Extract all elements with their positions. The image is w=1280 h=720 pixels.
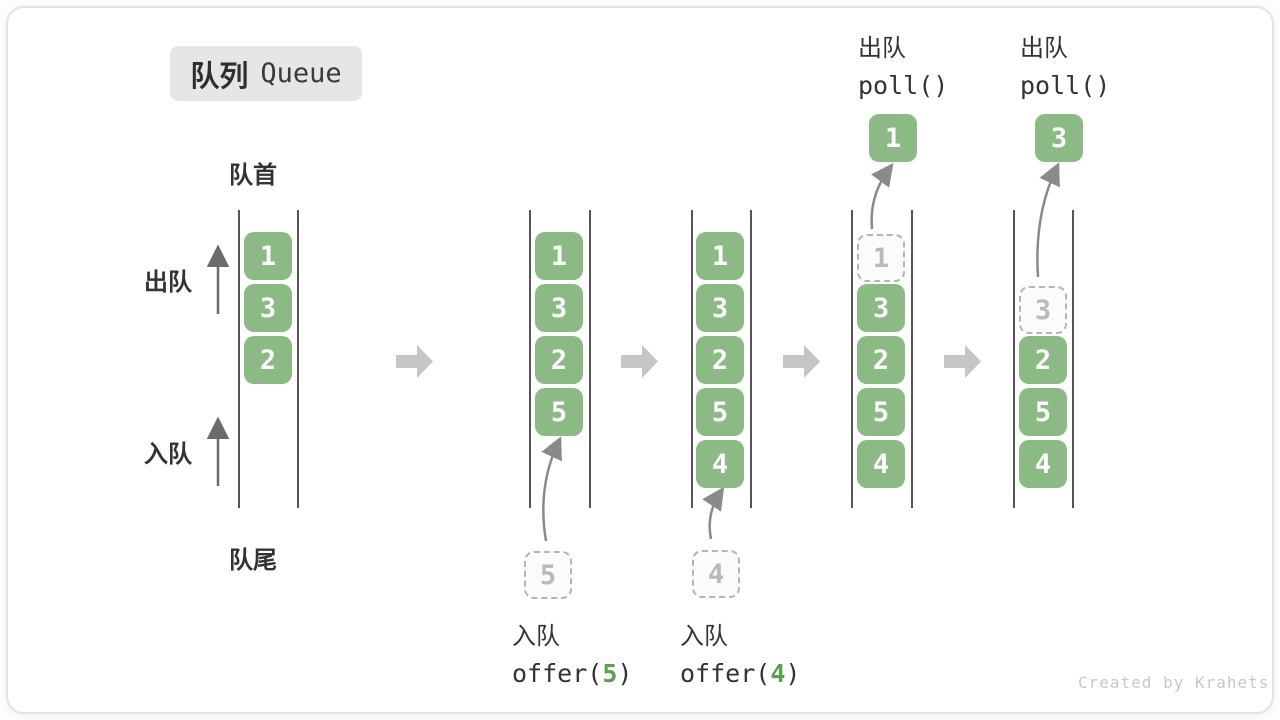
op-arg: 5 <box>602 659 618 688</box>
queue-block: 4 <box>696 440 744 488</box>
queue-block: 2 <box>535 336 583 384</box>
front-label: 队首 <box>229 162 277 189</box>
queue-block: 4 <box>857 440 905 488</box>
dequeue-operation-label: 出队 poll() <box>1020 28 1110 100</box>
op-code: poll() <box>858 71 949 100</box>
op-action: 入队 <box>680 623 728 650</box>
rear-label: 队尾 <box>229 547 277 574</box>
queue-block: 2 <box>1019 336 1067 384</box>
queue-block: 3 <box>857 284 905 332</box>
queue-block: 1 <box>696 232 744 280</box>
enqueue-operation-label: 入队 offer(5) <box>512 616 632 688</box>
queue-wall-right <box>1072 210 1074 508</box>
dequeue-operation-label: 出队 poll() <box>858 28 948 100</box>
op-action: 出队 <box>1020 35 1068 62</box>
queue-wall-left <box>1013 210 1015 508</box>
queue-block: 1 <box>535 232 583 280</box>
removed-block-dashed: 3 <box>1019 286 1067 334</box>
op-close: ) <box>785 659 801 688</box>
popped-block: 1 <box>869 114 917 162</box>
queue-block: 4 <box>1019 440 1067 488</box>
op-fn: offer( <box>680 659 771 688</box>
title-en: Queue <box>260 58 342 89</box>
queue-block: 5 <box>857 388 905 436</box>
op-action: 入队 <box>512 623 560 650</box>
queue-wall-left <box>238 210 240 508</box>
queue-block: 5 <box>696 388 744 436</box>
op-code: offer(4) <box>680 659 800 688</box>
enqueue-side-label: 入队 <box>144 441 192 468</box>
op-code: offer(5) <box>512 659 632 688</box>
queue-block: 2 <box>696 336 744 384</box>
enqueue-operation-label: 入队 offer(4) <box>680 616 800 688</box>
title-badge: 队列 Queue <box>170 46 362 101</box>
op-arg: 4 <box>770 659 786 688</box>
queue-wall-right <box>297 210 299 508</box>
staged-block-dashed: 4 <box>692 550 740 598</box>
removed-block-dashed: 1 <box>857 234 905 282</box>
queue-block: 3 <box>696 284 744 332</box>
queue-wall-left <box>851 210 853 508</box>
queue-wall-right <box>589 210 591 508</box>
op-code: poll() <box>1020 71 1111 100</box>
credit-text: Created by Krahets <box>1078 673 1270 692</box>
popped-block: 3 <box>1035 114 1083 162</box>
queue-block: 5 <box>1019 388 1067 436</box>
op-close: ) <box>617 659 633 688</box>
queue-block: 2 <box>244 336 292 384</box>
queue-wall-left <box>691 210 693 508</box>
queue-block: 2 <box>857 336 905 384</box>
dequeue-side-label: 出队 <box>144 269 192 296</box>
queue-block: 1 <box>244 232 292 280</box>
queue-wall-right <box>750 210 752 508</box>
op-action: 出队 <box>858 35 906 62</box>
queue-block: 5 <box>535 388 583 436</box>
staged-block-dashed: 5 <box>524 551 572 599</box>
queue-block: 3 <box>535 284 583 332</box>
queue-wall-right <box>911 210 913 508</box>
queue-wall-left <box>529 210 531 508</box>
queue-block: 3 <box>244 284 292 332</box>
op-fn: offer( <box>512 659 603 688</box>
title-zh: 队列 <box>190 60 249 93</box>
